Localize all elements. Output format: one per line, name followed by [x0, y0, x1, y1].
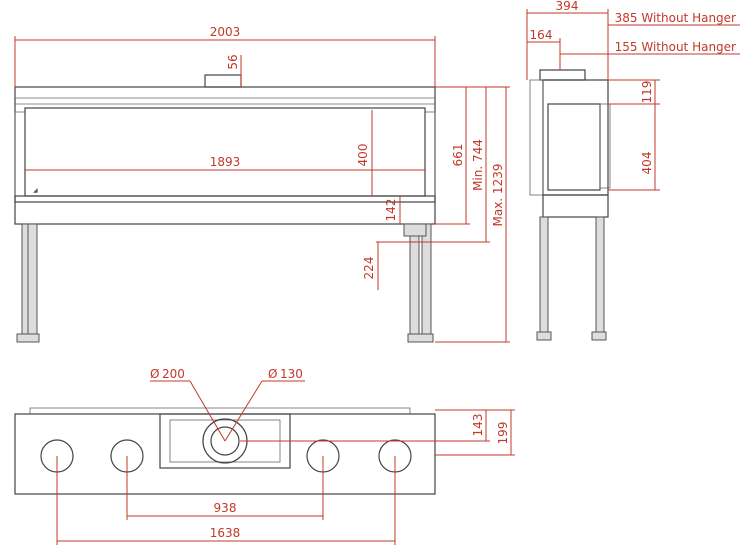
top-body	[14, 413, 436, 495]
flue-collar	[204, 74, 242, 88]
dim-mid-height: 661	[451, 144, 465, 167]
diameter-symbol-inner: Ø	[268, 367, 277, 381]
dim-leg-offset: 224	[362, 257, 376, 280]
dim-min-height: Min. 744	[471, 139, 485, 191]
leg-side-left	[539, 216, 549, 333]
dim-top-offset: 119	[640, 81, 654, 104]
diameter-symbol-outer: Ø	[150, 367, 159, 381]
dim-outer-flue-dia: 200	[162, 367, 185, 381]
front-view: ◢ 2003 56 1893 400 142 661	[14, 25, 510, 343]
dim-top-depth-inner: 143	[471, 414, 485, 437]
dim-flue-offset: 164	[530, 28, 553, 42]
dim-side-depth: 394	[556, 0, 579, 13]
leg-side-right	[595, 216, 605, 333]
side-window	[547, 103, 601, 191]
base-frame	[14, 195, 436, 225]
dim-top-depth-outer: 199	[496, 422, 510, 445]
leg-front-right	[409, 223, 420, 335]
dim-flue-offset-without-hanger: 155 Without Hanger	[615, 40, 736, 54]
dim-inner-flue-dia: 130	[280, 367, 303, 381]
side-view: 394 385 Without Hanger 164 155 Without H…	[526, 0, 740, 341]
dim-glass-width: 1893	[210, 155, 241, 169]
dim-window-height: 404	[640, 152, 654, 175]
dim-flue-height: 56	[226, 54, 240, 69]
glass-panel	[24, 107, 426, 197]
dim-overall-width: 2003	[210, 25, 241, 39]
dim-base-offset: 142	[384, 199, 398, 222]
dim-outer-hole-span: 1638	[210, 526, 241, 540]
dim-inner-hole-span: 938	[214, 501, 237, 515]
dim-depth-without-hanger: 385 Without Hanger	[615, 11, 736, 25]
dim-glass-height: 400	[356, 144, 370, 167]
flue-inner	[210, 426, 240, 456]
top-view: Ø 200 Ø 130 143 199 938 1638	[14, 367, 515, 545]
dim-max-height: Max. 1239	[491, 164, 505, 227]
brand-mark: ◢	[33, 187, 38, 194]
